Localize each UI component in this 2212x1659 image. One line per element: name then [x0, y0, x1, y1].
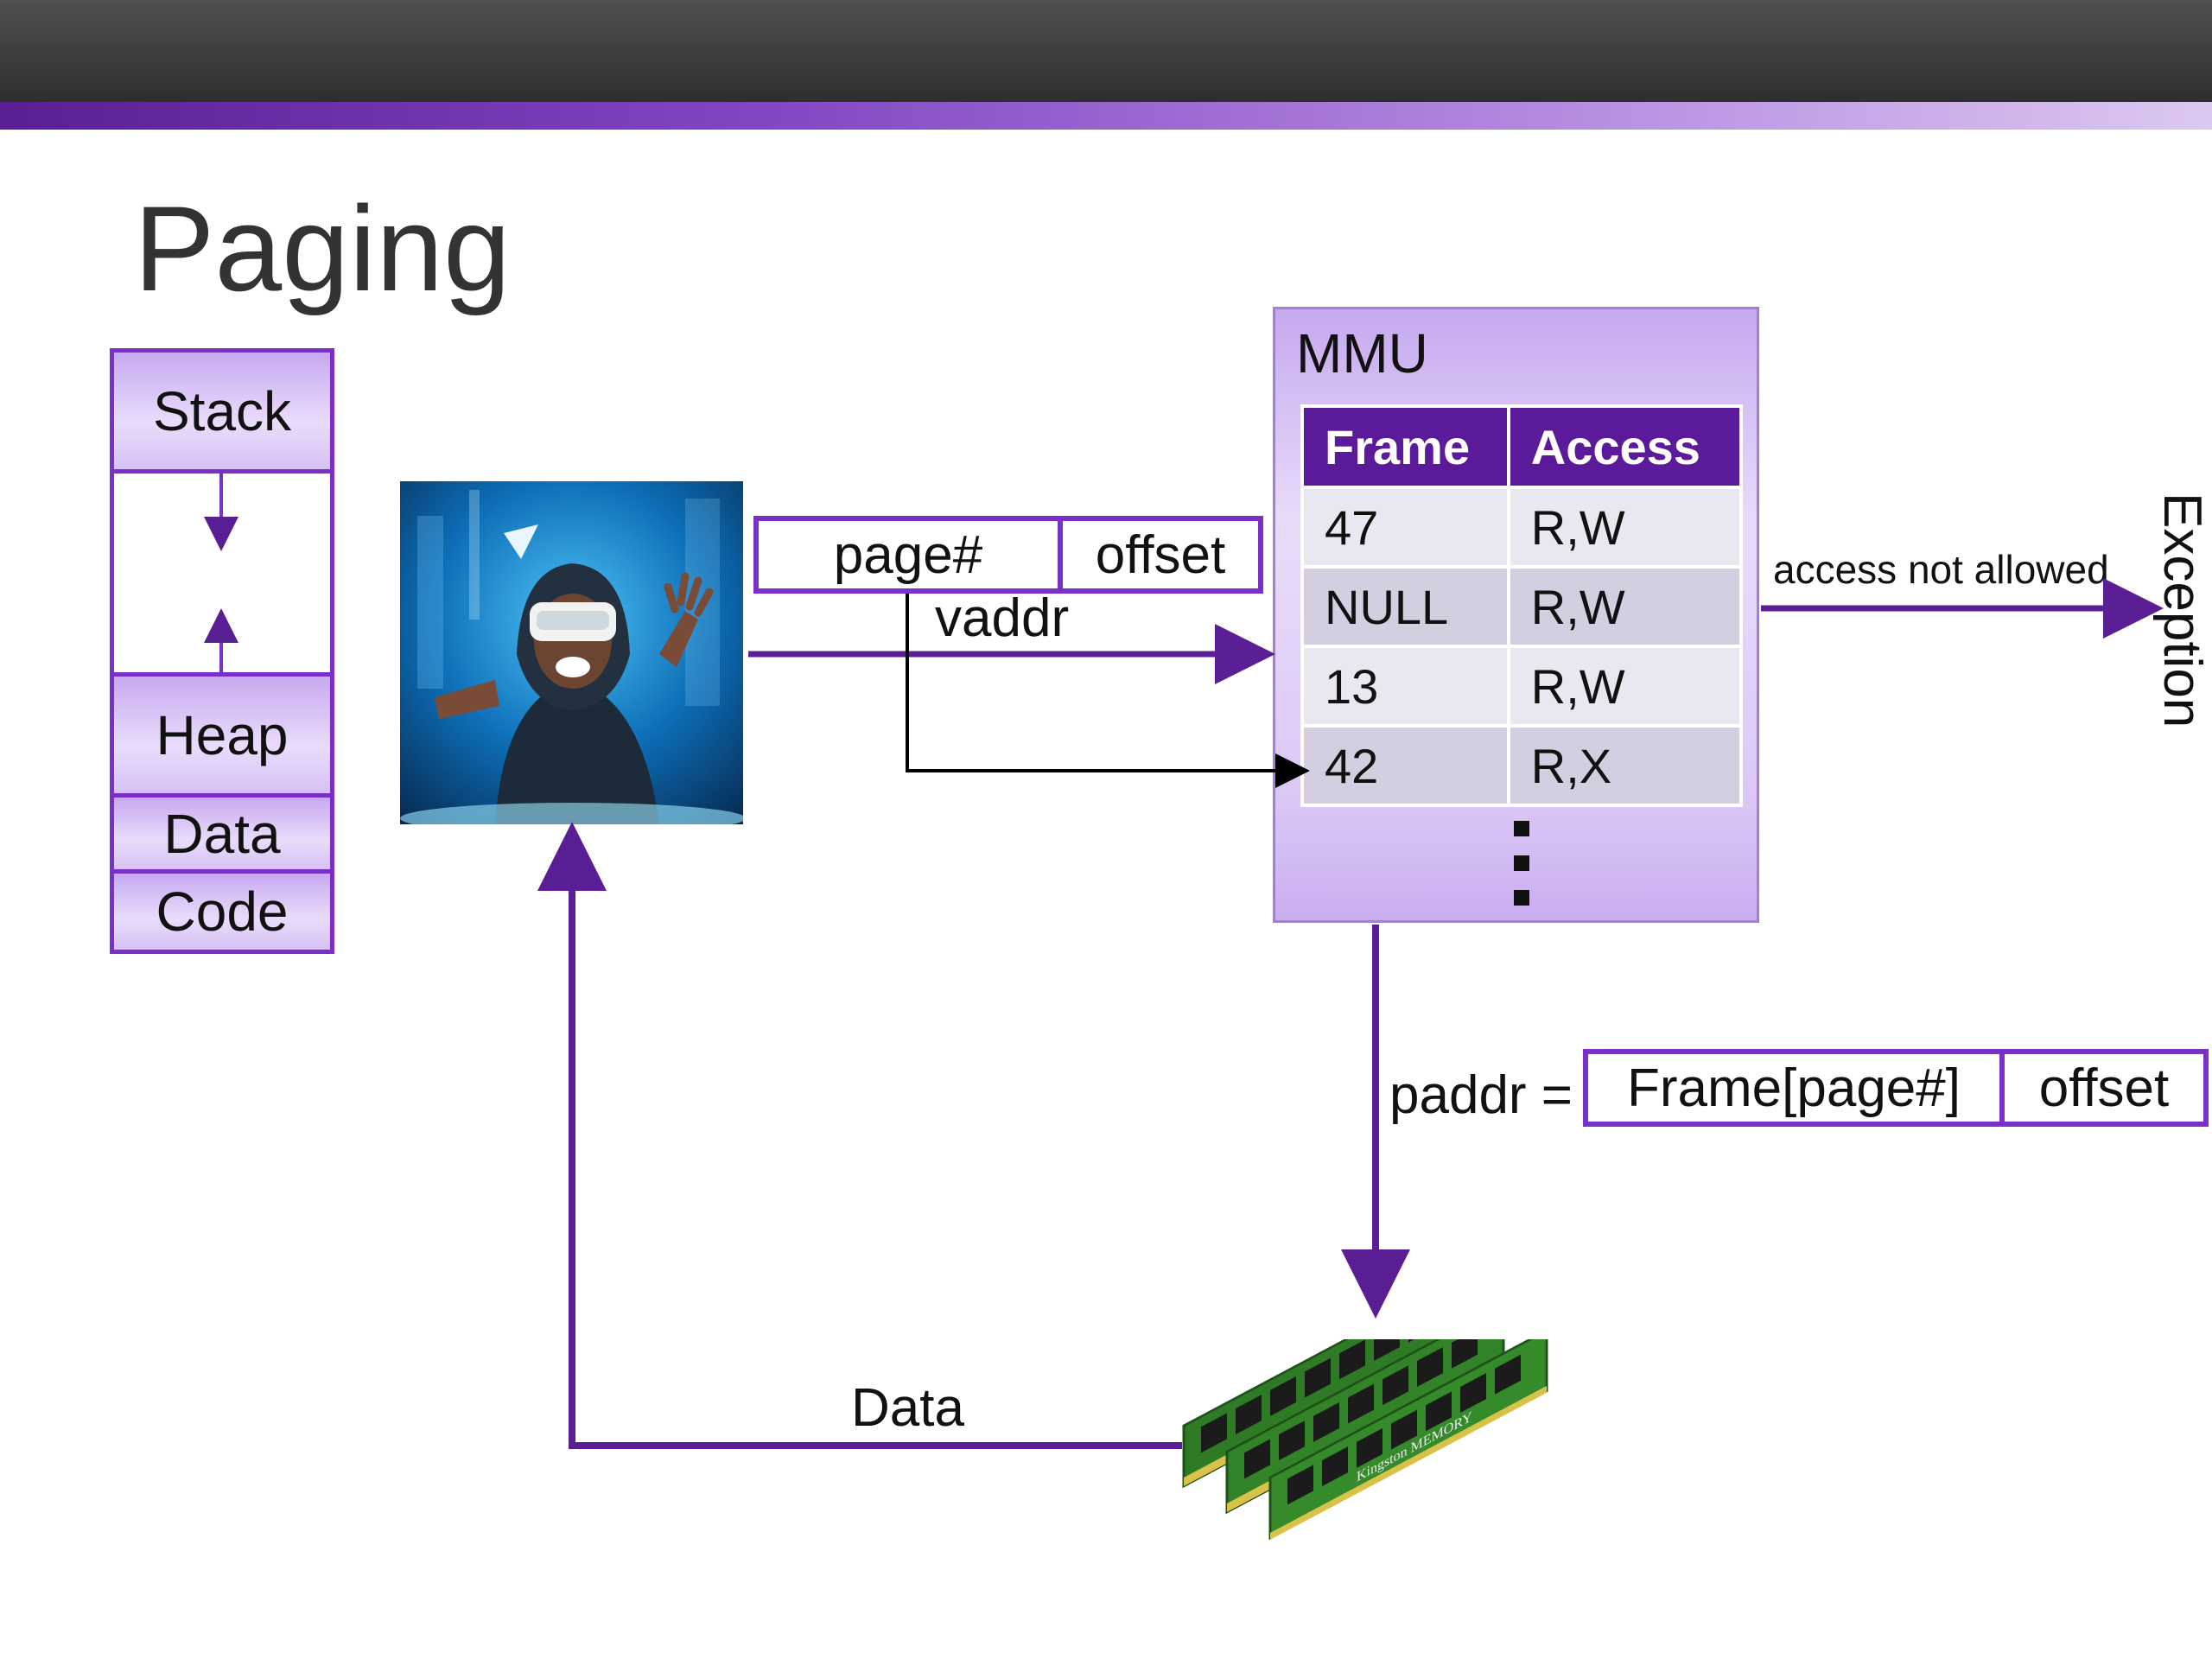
segment-code-label: Code — [156, 880, 289, 943]
access-cell: R,X — [1506, 724, 1744, 807]
frame-cell: NULL — [1300, 565, 1510, 648]
table-row: NULL R,W — [1300, 565, 1744, 648]
paddr-frame-field: Frame[page#] — [1627, 1058, 1961, 1118]
header-access: Access — [1506, 404, 1744, 489]
page-table-header: Frame Access — [1300, 404, 1744, 489]
segment-data: Data — [110, 793, 334, 874]
paddr-box: Frame[page#] offset — [1583, 1049, 2209, 1127]
paddr-label: paddr = — [1389, 1065, 1573, 1125]
segment-data-label: Data — [163, 802, 281, 865]
vaddr-box: page# offset — [753, 516, 1263, 594]
vaddr-page-field: page# — [833, 524, 983, 585]
paddr-offset-field: offset — [1999, 1054, 2203, 1122]
segment-stack-label: Stack — [152, 379, 292, 442]
mmu-label: MMU — [1296, 322, 1428, 385]
page-table: Frame Access 47 R,W NULL R,W 13 R,W 42 R… — [1300, 404, 1744, 807]
accent-stripe — [0, 102, 2212, 130]
page-index-arrow — [906, 594, 1310, 788]
table-row: 13 R,W — [1300, 645, 1744, 728]
slide-title: Paging — [134, 181, 511, 316]
access-cell: R,W — [1506, 645, 1744, 728]
frame-cell: 47 — [1300, 486, 1510, 569]
access-cell: R,W — [1506, 486, 1744, 569]
data-return-arrow — [537, 822, 1182, 1449]
ram-stick: Kingston MEMORY — [1268, 1328, 1548, 1541]
top-bar — [0, 0, 2212, 102]
access-cell: R,W — [1506, 565, 1744, 648]
segment-heap-label: Heap — [156, 703, 289, 766]
data-flow-label: Data — [851, 1378, 964, 1438]
frame-cell: 13 — [1300, 645, 1510, 728]
table-row: 47 R,W — [1300, 486, 1744, 569]
table-continuation-ellipsis — [1514, 821, 1529, 925]
header-frame: Frame — [1300, 404, 1510, 489]
vr-user-photo — [400, 481, 743, 824]
access-not-allowed-label: access not allowed — [1773, 547, 2109, 592]
vaddr-offset-field: offset — [1058, 521, 1258, 588]
segment-code: Code — [110, 869, 334, 954]
vaddr-label: vaddr — [935, 588, 1070, 648]
